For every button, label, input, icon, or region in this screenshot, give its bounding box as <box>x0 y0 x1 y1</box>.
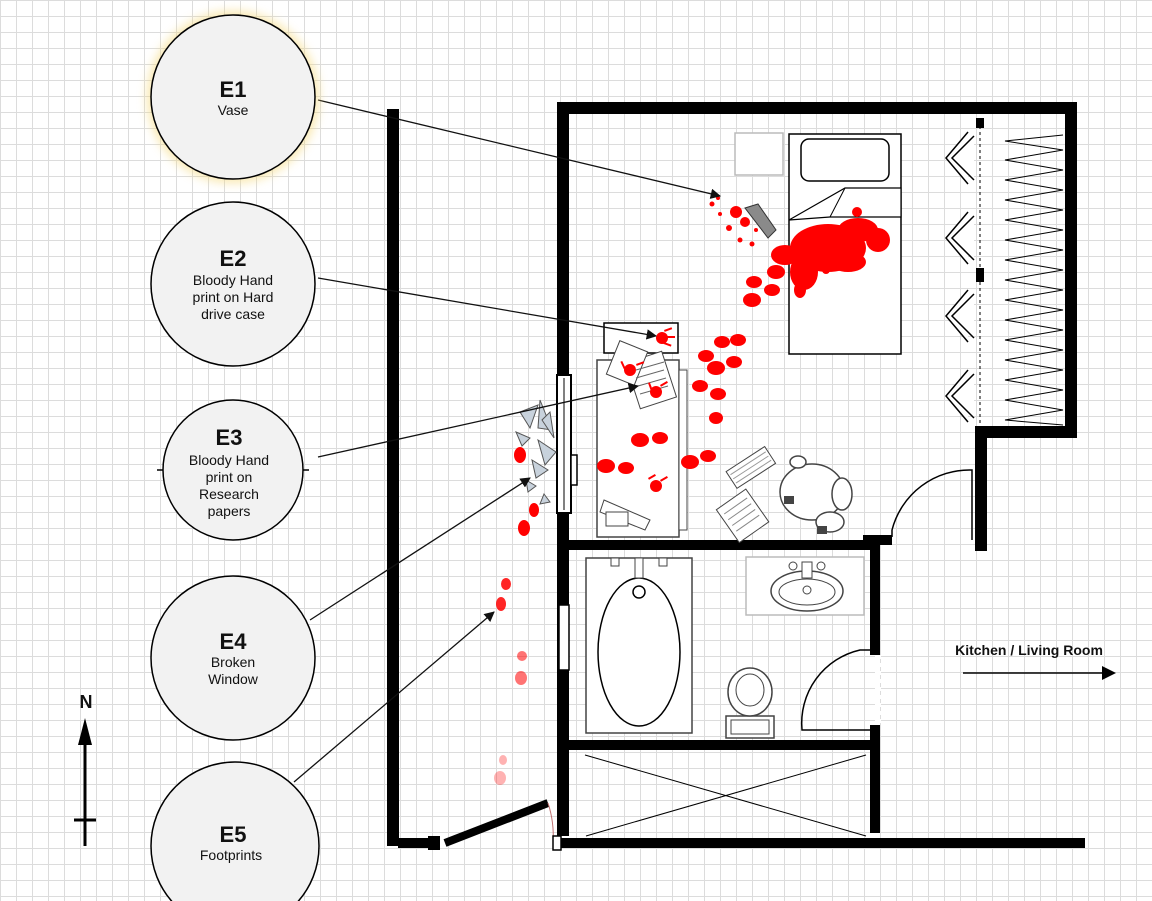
evidence-e4-label-line2: Window <box>208 671 259 687</box>
closet-hangers <box>945 131 975 423</box>
evidence-e1[interactable]: E1 Vase <box>147 11 319 183</box>
keyboard <box>725 445 777 490</box>
evidence-e1-id: E1 <box>220 77 247 102</box>
bathtub <box>585 557 693 734</box>
callout-lines <box>293 99 722 783</box>
shoe-prints <box>494 265 785 785</box>
evidence-e3-id: E3 <box>216 425 243 450</box>
callout-e5 <box>293 611 495 783</box>
vase <box>744 203 777 239</box>
evidence-e5[interactable]: E5 Footprints <box>150 761 320 901</box>
evidence-e4-label-line1: Broken <box>211 654 255 670</box>
callout-e3 <box>317 382 640 458</box>
evidence-e2-id: E2 <box>220 246 247 271</box>
broken-window <box>556 374 578 514</box>
blood-pool <box>771 207 890 298</box>
hand-prints <box>620 327 675 492</box>
north-arrow-icon <box>78 718 92 745</box>
nightstand <box>734 132 784 176</box>
blood-spatter <box>709 196 758 247</box>
sink <box>745 556 865 616</box>
evidence-e3-label-line1: Bloody Hand <box>189 452 269 468</box>
evidence-e2-label-line3: drive case <box>201 306 265 322</box>
front-door[interactable] <box>428 799 562 851</box>
evidence-e3-label-line4: papers <box>208 503 251 519</box>
kitchen-living-room-label: Kitchen / Living Room <box>955 642 1116 680</box>
callout-e2 <box>317 277 658 340</box>
evidence-e2-label-line1: Bloody Hand <box>193 272 273 288</box>
evidence-e4[interactable]: E4 Broken Window <box>150 575 316 741</box>
bathroom-window <box>558 604 570 671</box>
evidence-e3-label-line3: Research <box>199 486 259 502</box>
evidence-e4-id: E4 <box>220 629 248 654</box>
evidence-e3-label-line2: print on <box>206 469 253 485</box>
walls <box>387 102 1085 848</box>
evidence-e2[interactable]: E2 Bloody Hand print on Hard drive case <box>150 201 316 367</box>
desk <box>596 322 688 538</box>
bedroom-wall <box>557 102 1077 551</box>
bedroom-door[interactable] <box>891 469 973 543</box>
closet <box>945 118 1064 428</box>
evidence-e3[interactable]: E3 Bloody Hand print on Research papers <box>157 399 309 541</box>
evidence-e1-label: Vase <box>218 102 249 118</box>
blood-evidence <box>494 196 890 785</box>
hall-storage <box>584 754 867 837</box>
kitchen-label-text: Kitchen / Living Room <box>955 642 1103 658</box>
toilet <box>725 667 775 739</box>
overturned-chair <box>779 455 853 534</box>
bathroom-door[interactable] <box>800 649 881 731</box>
evidence-e5-label: Footprints <box>200 847 262 863</box>
north-label: N <box>80 692 93 712</box>
callout-e1 <box>317 99 722 199</box>
arrow-head-icon <box>1102 666 1116 680</box>
north-compass: N <box>74 692 96 846</box>
callout-e4 <box>309 477 531 621</box>
evidence-e2-label-line2: print on Hard <box>193 289 274 305</box>
floor-papers <box>715 488 770 544</box>
evidence-e5-id: E5 <box>220 822 247 847</box>
hard-drive-case <box>603 322 679 354</box>
